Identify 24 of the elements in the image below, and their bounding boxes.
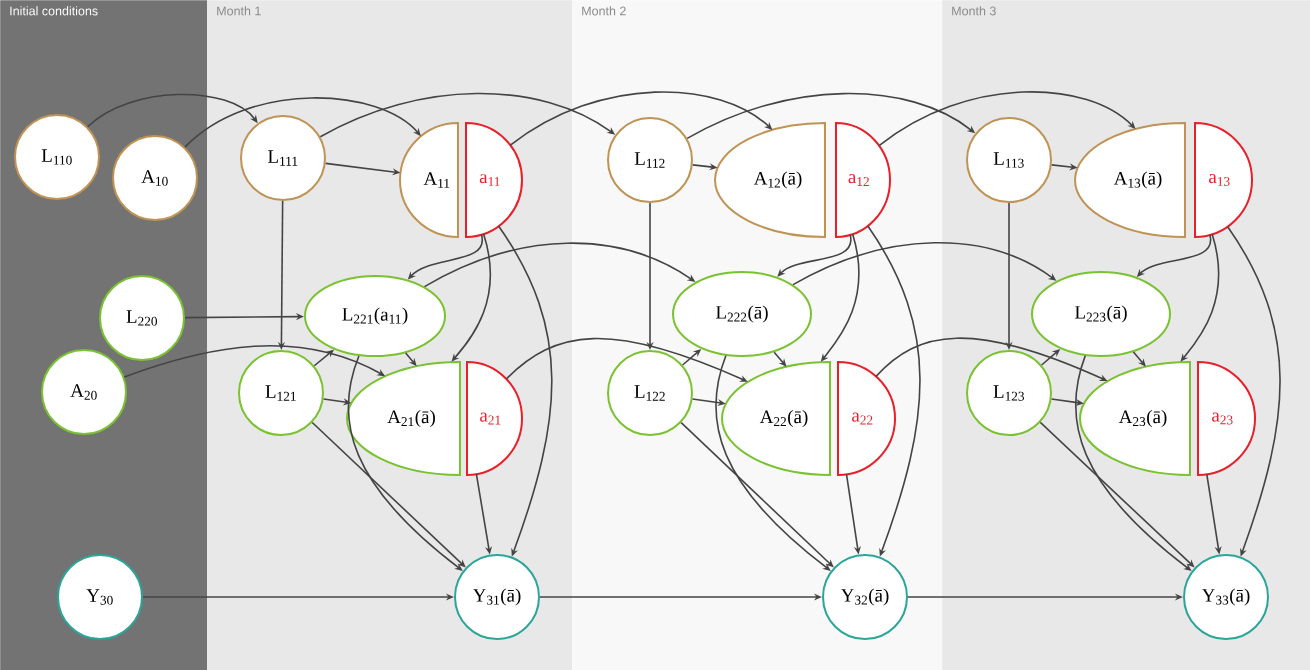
arrow [1039, 421, 1195, 568]
treatment-node: A$_{22}$(ā) [721, 361, 831, 476]
arrow [451, 233, 492, 362]
treatment-node: A$_{21}$(ā) [346, 361, 461, 476]
intervention-node: a$_{22}$ [837, 361, 896, 476]
arrow [184, 97, 421, 148]
treatment-node: A$_{23}$(ā) [1079, 361, 1191, 476]
arrow [777, 234, 852, 277]
intervention-node: a$_{13}$ [1194, 122, 1253, 238]
arrow [505, 337, 748, 382]
arrow [715, 355, 831, 571]
arrow [773, 351, 787, 367]
intervention-node: a$_{11}$ [465, 122, 523, 238]
intervention-node: a$_{21}$ [466, 361, 523, 476]
arrow [1132, 351, 1146, 367]
treatment-node: A$_{11}$ [399, 122, 459, 238]
intervention-node: a$_{12}$ [835, 122, 891, 238]
treatment-node: A$_{13}$(ā) [1074, 122, 1186, 238]
arrow [86, 93, 258, 128]
intervention-node: a$_{23}$ [1197, 361, 1256, 476]
arrow [1180, 233, 1220, 362]
treatment-node: A$_{12}$(ā) [714, 122, 826, 238]
arrow [878, 91, 1136, 147]
arrow [347, 355, 463, 571]
